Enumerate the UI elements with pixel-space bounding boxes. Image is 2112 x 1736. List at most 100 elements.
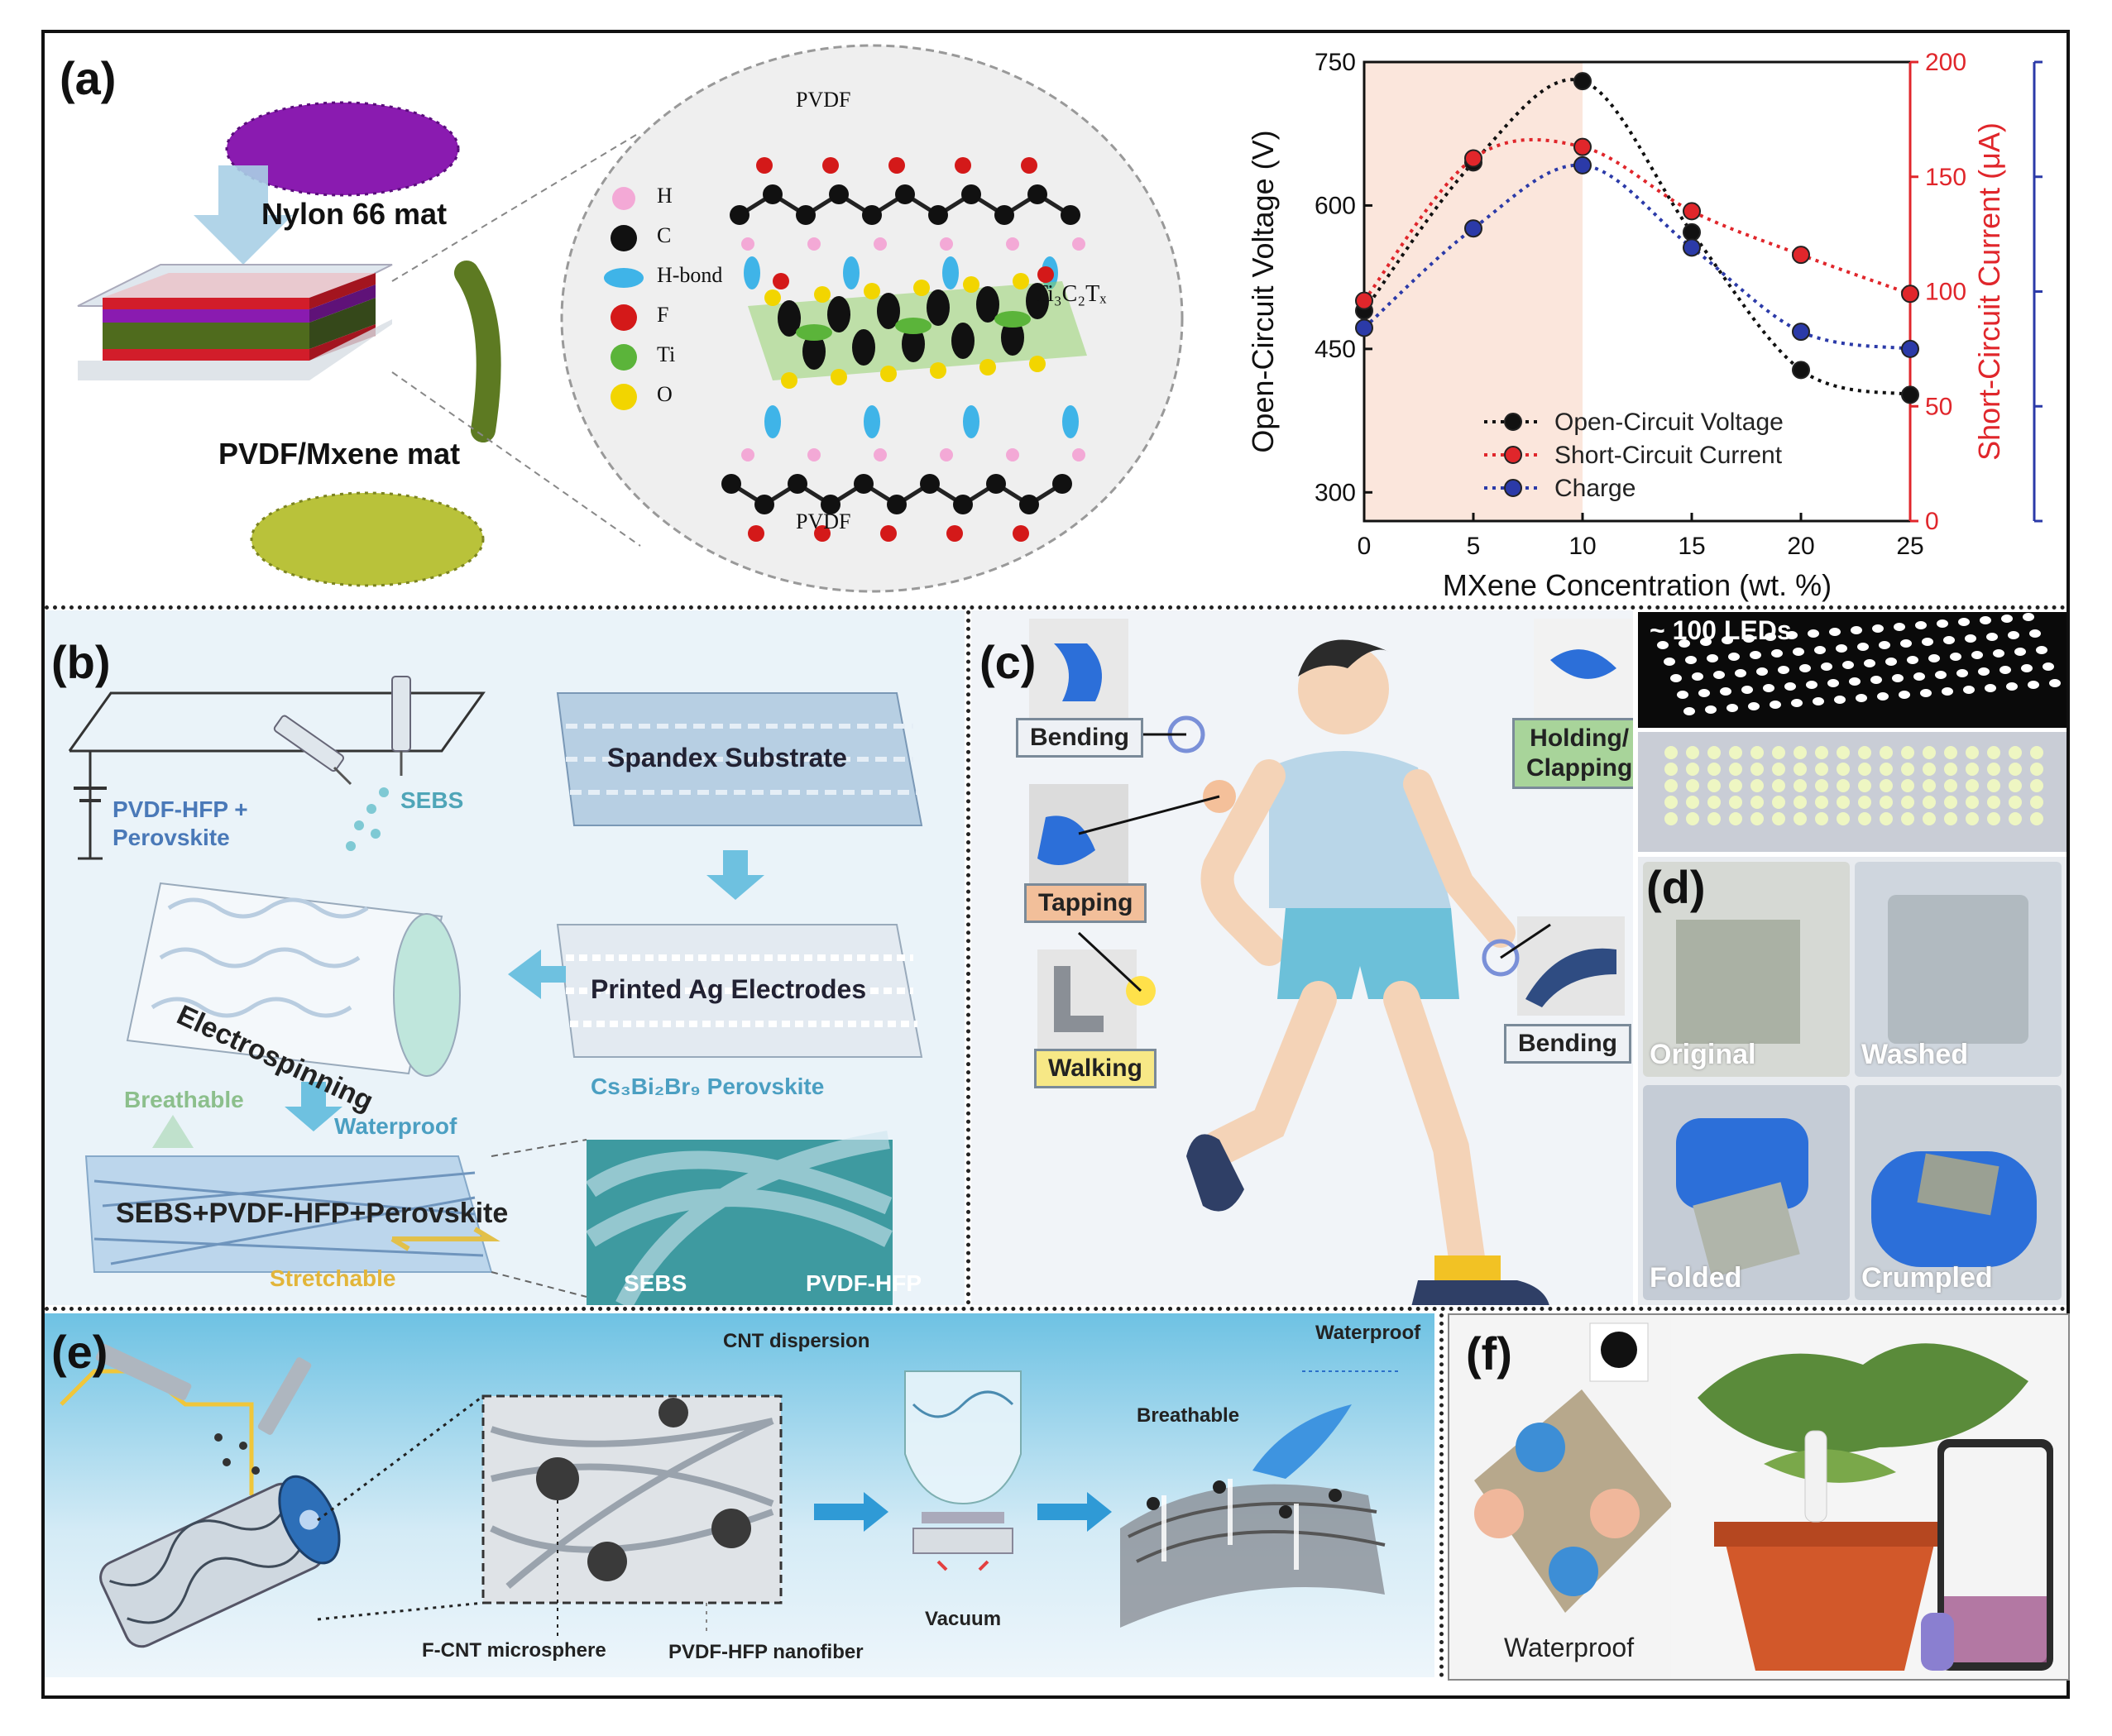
led-bulb	[1858, 796, 1871, 809]
led-bulb	[2030, 763, 2043, 776]
led-bulb	[1944, 763, 1957, 776]
separator-cd-e	[45, 1307, 2067, 1311]
led-bulb	[1944, 812, 1957, 825]
data-point	[1573, 72, 1592, 91]
data-point	[1464, 219, 1482, 238]
led-bulb	[1707, 796, 1721, 809]
led-bulb	[1772, 779, 1785, 792]
legend-c: C	[657, 223, 672, 247]
collector-drum	[126, 882, 461, 1077]
led-bulb	[1686, 746, 1699, 759]
led-light	[1707, 654, 1718, 662]
led-bulb	[1815, 779, 1828, 792]
cs3bi2br9-label: Cs₃Bi₂Br₉ Perovskite	[591, 1074, 825, 1099]
led-light	[1842, 661, 1854, 669]
led-bulb	[1686, 779, 1699, 792]
led-bulb	[1815, 812, 1828, 825]
led-light	[1728, 653, 1740, 661]
legend-marker	[1504, 413, 1522, 431]
vacuum-label: Vacuum	[925, 1608, 1002, 1630]
data-point	[1355, 291, 1373, 310]
data-point	[1901, 339, 1919, 358]
led-bulb	[1750, 812, 1764, 825]
data-point	[1901, 385, 1919, 404]
led-light	[1705, 705, 1717, 714]
led-bulb	[1880, 812, 1893, 825]
led-light	[1900, 639, 1912, 648]
led-bulb	[1987, 746, 2000, 759]
panel-c-label: (c)	[979, 636, 1037, 688]
led-light	[1849, 677, 1861, 686]
legend-o: O	[657, 382, 673, 406]
y-right1-tick-label: 200	[1925, 49, 1966, 76]
leds-label: ~ 100 LEDs	[1650, 615, 1792, 645]
led-light	[1985, 684, 1996, 692]
led-bulb	[1901, 746, 1914, 759]
led-bulb	[1664, 763, 1678, 776]
led-bulb	[1880, 779, 1893, 792]
led-light	[1791, 699, 1803, 707]
fiber-drum	[99, 1475, 341, 1648]
tapping-label: Tapping	[1024, 883, 1147, 923]
led-light	[1958, 618, 1970, 626]
led-light	[2006, 682, 2018, 691]
led-bulb	[1944, 746, 1957, 759]
led-light	[1894, 623, 1905, 631]
led-bulb	[1794, 796, 1807, 809]
led-bulb	[1707, 812, 1721, 825]
led-light	[2014, 648, 2026, 656]
sebs-label: SEBS	[400, 787, 464, 813]
y-right1-axis-label: Short-Circuit Current (μA)	[1972, 122, 2006, 461]
ti3c2tx-label: Ti₃C₂Tₓ	[1034, 281, 1107, 307]
led-light	[1965, 634, 1976, 643]
led-light	[2049, 679, 2061, 687]
led-light	[1942, 687, 1953, 696]
led-bulb	[1686, 763, 1699, 776]
flower-pot	[1722, 1530, 1937, 1671]
led-bulb	[1815, 763, 1828, 776]
led-light	[1999, 666, 2011, 674]
led-bulb	[1750, 763, 1764, 776]
data-point	[1792, 323, 1810, 342]
panel-e-label: (e)	[51, 1326, 108, 1378]
y-left-tick-label: 600	[1315, 192, 1356, 219]
led-light	[1743, 634, 1755, 643]
led-bulb	[2030, 779, 2043, 792]
photo-crumpled: Crumpled	[1855, 1085, 2062, 1300]
y-left-tick-label: 450	[1315, 336, 1356, 363]
led-bulb	[1966, 763, 1979, 776]
led-light	[1943, 636, 1955, 644]
led-bulb	[2030, 746, 2043, 759]
panel-f-photo	[1449, 1315, 2068, 1679]
led-bulb	[1750, 779, 1764, 792]
led-bulb	[1686, 796, 1699, 809]
led-bulb	[1794, 746, 1807, 759]
led-bulb	[2009, 796, 2022, 809]
led-bulb	[1858, 779, 1871, 792]
x-tick-label: 5	[1467, 533, 1481, 560]
bending-label-knee: Bending	[1504, 1024, 1631, 1064]
composite-label: SEBS+PVDF-HFP+Perovskite	[116, 1198, 509, 1229]
data-point	[1683, 238, 1701, 257]
led-light	[1722, 636, 1733, 644]
led-light	[1980, 616, 1991, 624]
led-light	[1915, 621, 1927, 629]
led-bulb	[1944, 779, 1957, 792]
data-point	[1901, 285, 1919, 304]
led-bulb	[1794, 779, 1807, 792]
fcnt-label: F-CNT microsphere	[422, 1639, 606, 1662]
led-light	[1657, 641, 1669, 649]
led-bulb	[2030, 812, 2043, 825]
led-light	[1971, 651, 1983, 659]
led-bulb	[1880, 746, 1893, 759]
led-light	[1806, 681, 1817, 689]
led-light	[1750, 651, 1761, 659]
led-bulb	[1837, 763, 1850, 776]
separator-bc	[966, 610, 970, 1305]
led-light	[2028, 681, 2039, 689]
led-light	[1870, 676, 1882, 684]
led-bulb	[1686, 812, 1699, 825]
led-light	[1993, 649, 2004, 658]
led-light	[1784, 682, 1796, 691]
